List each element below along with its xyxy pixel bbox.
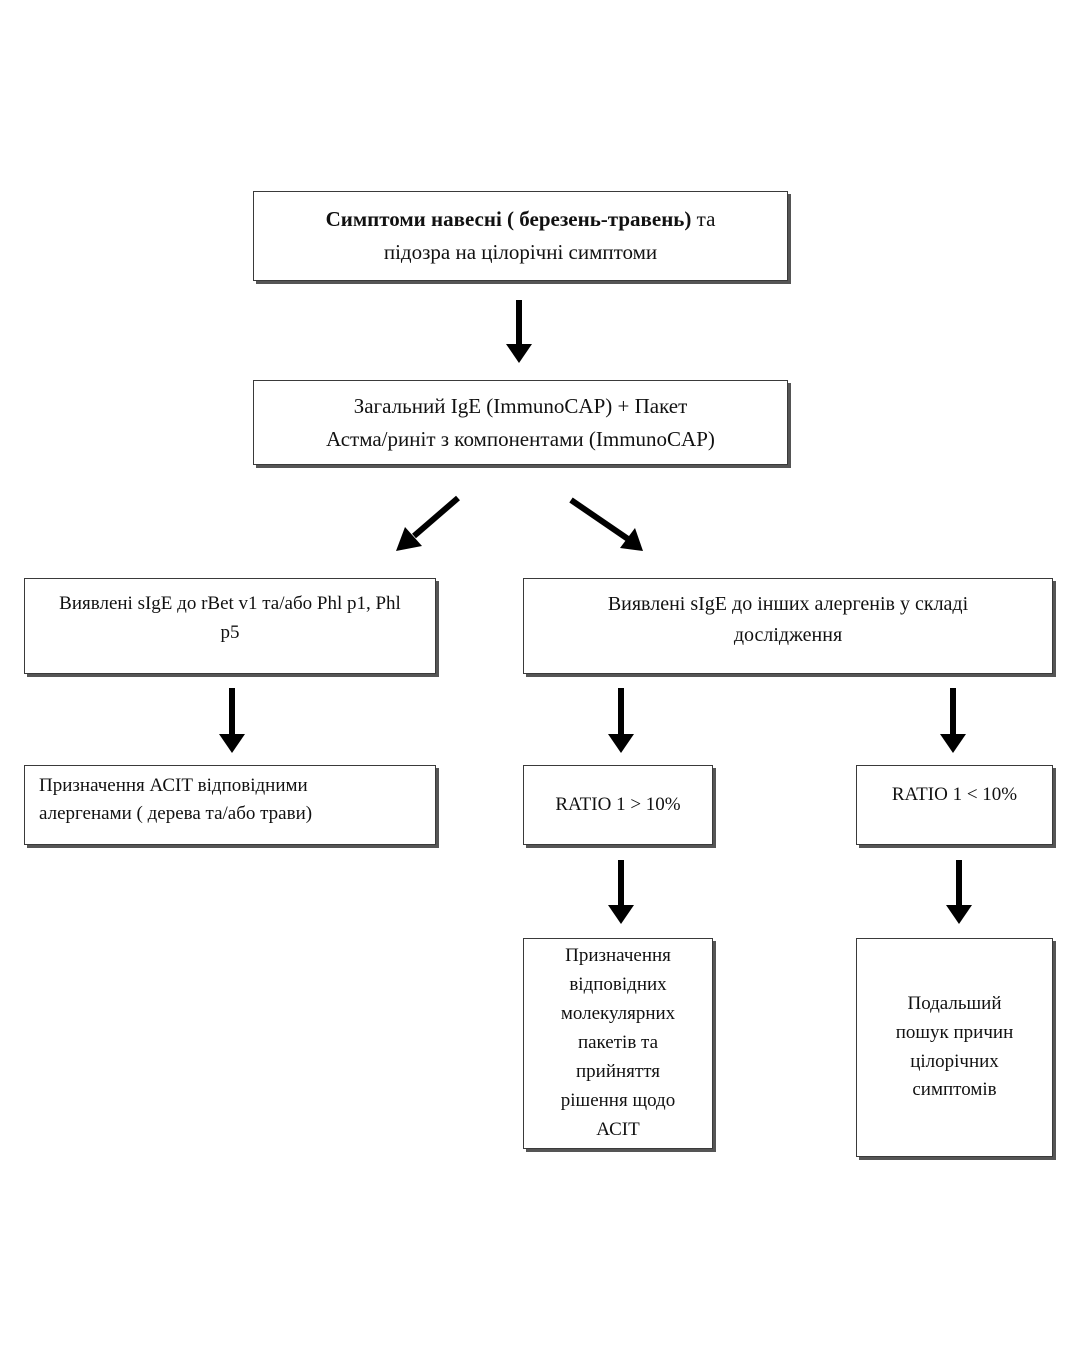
node-total-ige-line1: Загальний IgE (ImmunoCAP) + Пакет <box>353 393 688 418</box>
node-molecular-line: пакетів та <box>577 1032 659 1054</box>
node-ratio-lt: RATIO 1 < 10% <box>856 765 1053 845</box>
node-total-ige: Загальний IgE (ImmunoCAP) + Пакет Астма/… <box>253 380 788 465</box>
node-molecular-line: Призначення <box>565 945 671 967</box>
node-ratio-gt: RATIO 1 > 10% <box>523 765 713 845</box>
node-further: Подальший пошук причин цілорічних симпто… <box>856 938 1053 1157</box>
node-acit-left-line2: алергенами ( дерева та/або трави) <box>39 802 313 824</box>
node-sige-rbet-line1: Виявлені sIgE до rBet v1 та/або Phl p1, … <box>59 593 401 614</box>
node-sige-other-line2: дослідження <box>733 624 843 646</box>
node-total-ige-line2: Астма/риніт з компонентами (ImmunoCAP) <box>326 426 715 451</box>
arrow-sige-rbet-to-acit <box>219 688 245 753</box>
node-further-line: симптомів <box>912 1079 997 1101</box>
node-acit-left: Призначення АСІТ відповідними алергенами… <box>24 765 436 845</box>
node-molecular-line: прийняття <box>575 1060 660 1082</box>
node-molecular-line: молекулярних <box>560 1003 676 1025</box>
node-molecular-line: рішення щодо <box>560 1089 676 1111</box>
arrow-ratio-lt-to-further <box>946 860 972 924</box>
node-acit-left-line1: Призначення АСІТ відповідними <box>39 775 308 796</box>
node-further-line: Подальший <box>907 992 1002 1014</box>
node-sige-rbet-line2: p5 <box>220 622 240 644</box>
arrow-sige-other-to-ratio-gt <box>608 688 634 753</box>
node-further-line: пошук причин <box>895 1021 1014 1043</box>
node-symptoms-bold-text: Симптоми навесні ( березень-травень) <box>325 207 692 232</box>
arrow-sige-other-to-ratio-lt <box>940 688 966 753</box>
arrow-ratio-gt-to-molecular <box>608 860 634 924</box>
node-symptoms-line2: підозра на цілорічні симптоми <box>383 240 658 264</box>
node-symptoms-line1: Симптоми навесні ( березень-травень) та <box>326 203 716 236</box>
node-symptoms-text-rest: та <box>691 207 716 232</box>
node-sige-other-line1: Виявлені sIgE до інших алергенів у склад… <box>607 593 969 615</box>
node-ratio-lt-text: RATIO 1 < 10% <box>891 784 1018 805</box>
arrow-total-ige-to-sige-rbet <box>396 495 460 551</box>
node-molecular: Призначення відповідних молекулярних пак… <box>523 938 713 1149</box>
node-sige-other: Виявлені sIgE до інших алергенів у склад… <box>523 578 1053 674</box>
node-molecular-line: відповідних <box>569 974 667 996</box>
node-symptoms: Симптоми навесні ( березень-травень) та … <box>253 191 788 281</box>
node-further-line: цілорічних <box>910 1050 999 1072</box>
node-sige-rbet: Виявлені sIgE до rBet v1 та/або Phl p1, … <box>24 578 436 674</box>
arrow-total-ige-to-sige-other <box>569 497 643 551</box>
node-ratio-gt-text: RATIO 1 > 10% <box>555 794 681 816</box>
node-molecular-line: АСІТ <box>596 1118 640 1140</box>
arrow-symptoms-to-total-ige <box>506 300 532 363</box>
